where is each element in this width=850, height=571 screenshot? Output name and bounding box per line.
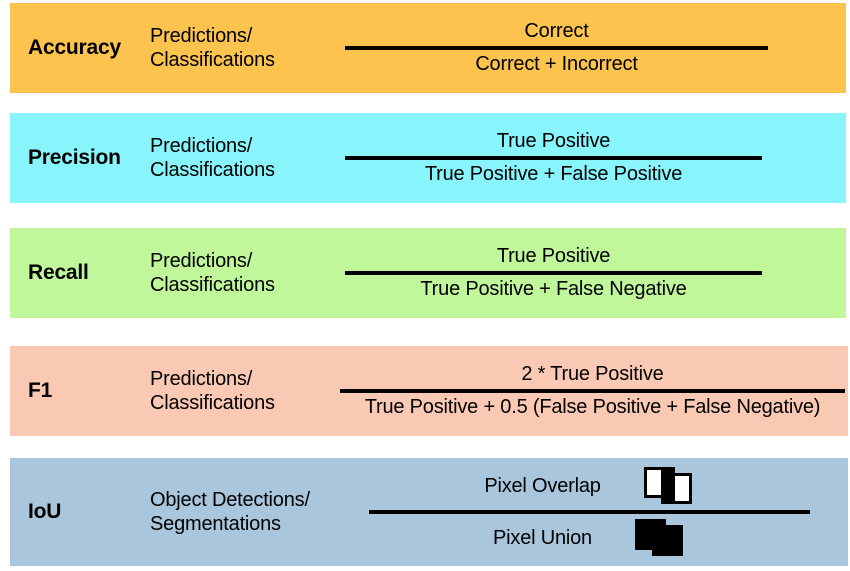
fraction-bar [369,510,810,514]
formula-precision: True Positive True Positive + False Posi… [320,129,846,187]
two-overlapping-squares-union-icon [634,519,686,557]
formula-numerator: Pixel Overlap [484,474,601,497]
fraction-bar [340,389,845,393]
formula-iou: Pixel Overlap Pixel Union [363,467,848,557]
applies-to-line1: Predictions/ [150,367,253,390]
metric-label-f1: F1 [28,379,53,402]
formula-accuracy: Correct Correct + Incorrect [320,19,846,77]
applies-to-line2: Classifications [150,49,275,71]
square-b [651,525,683,556]
applies-to-precision: Predictions/ Classifications [150,134,320,183]
metric-label-precision: Precision [28,146,121,169]
table-row-recall: Recall Predictions/ Classifications True… [10,228,846,318]
formula-numerator: 2 * True Positive [521,363,664,385]
formula-numerator: True Positive [496,245,611,267]
intersection-region [660,467,675,504]
applies-to-line1: Predictions/ [150,134,253,157]
formula-denominator: True Positive + 0.5 (False Positive + Fa… [364,396,821,418]
applies-to-line2: Classifications [150,159,275,181]
metric-label-recall: Recall [28,261,89,284]
formula-f1: 2 * True Positive True Positive + 0.5 (F… [330,362,848,420]
applies-to-line1: Predictions/ [150,24,253,47]
applies-to-iou: Object Detections/ Segmentations [150,488,363,537]
table-row-precision: Precision Predictions/ Classifications T… [10,113,846,203]
formula-denominator: True Positive + False Negative [420,278,687,300]
applies-to-line2: Classifications [150,392,275,414]
applies-to-recall: Predictions/ Classifications [150,249,320,298]
formula-denominator-row: Pixel Union [369,519,810,557]
applies-to-line1: Object Detections/ [150,488,310,511]
formula-denominator: True Positive + False Positive [424,163,683,185]
formula-denominator: Pixel Union [493,526,592,549]
applies-to-line2: Segmentations [150,513,281,535]
metric-label-accuracy: Accuracy [28,36,121,59]
fraction-bar [345,46,768,50]
formula-denominator: Correct + Incorrect [475,53,638,75]
fraction-bar [345,271,762,275]
table-row-iou: IoU Object Detections/ Segmentations Pix… [10,458,848,566]
formula-numerator: Correct [524,20,589,42]
formula-numerator-row: Pixel Overlap [369,467,810,505]
fraction-bar [345,156,762,160]
formula-numerator: True Positive [496,130,611,152]
applies-to-accuracy: Predictions/ Classifications [150,24,320,73]
metric-label-iou: IoU [28,500,62,523]
table-row-f1: F1 Predictions/ Classifications 2 * True… [10,346,848,436]
formula-recall: True Positive True Positive + False Nega… [320,244,846,302]
applies-to-line2: Classifications [150,274,275,296]
applies-to-f1: Predictions/ Classifications [150,367,330,416]
two-overlapping-squares-intersection-icon [643,467,695,505]
table-row-accuracy: Accuracy Predictions/ Classifications Co… [10,3,846,93]
applies-to-line1: Predictions/ [150,249,253,272]
